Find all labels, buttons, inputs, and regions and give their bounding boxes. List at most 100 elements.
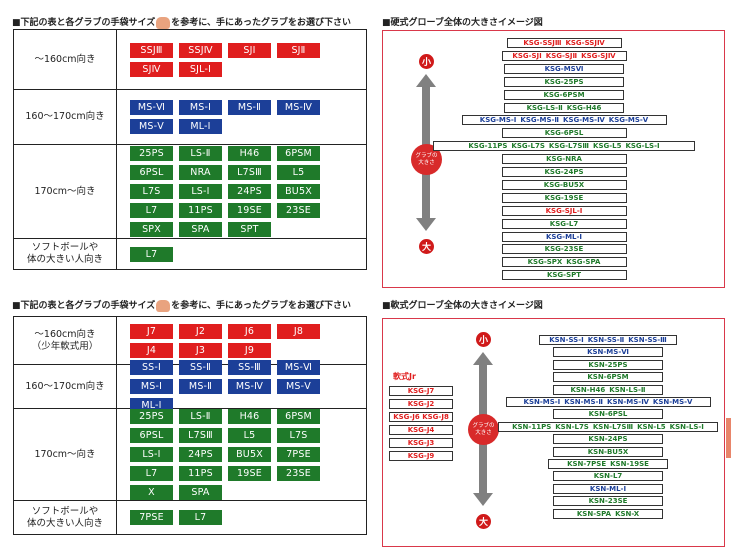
size-label-badge: グラブの大きさ bbox=[468, 414, 499, 445]
model-label: KSG-11PS bbox=[468, 142, 508, 151]
glove-chip[interactable]: L7 bbox=[130, 466, 173, 481]
glove-chip[interactable]: J7 bbox=[130, 323, 173, 339]
glove-chip[interactable]: J6 bbox=[228, 323, 271, 339]
glove-chip[interactable]: 11PS bbox=[179, 203, 222, 218]
glove-chip[interactable]: J3 bbox=[179, 342, 222, 358]
glove-chip[interactable]: ML-Ⅰ bbox=[179, 119, 222, 134]
model-label: KSN-LS-Ⅰ bbox=[669, 422, 704, 431]
glove-chip[interactable]: X bbox=[130, 485, 173, 500]
glove-chip[interactable]: 19SE bbox=[228, 203, 271, 218]
glove-chip[interactable]: SJL-Ⅰ bbox=[179, 61, 222, 77]
glove-chip[interactable]: MS-Ⅰ bbox=[179, 100, 222, 115]
glove-chip[interactable]: L7S bbox=[130, 184, 173, 199]
glove-chip[interactable]: H46 bbox=[228, 146, 271, 161]
glove-size-bar: KSN-L7 bbox=[553, 471, 663, 482]
glove-chip[interactable]: BU5X bbox=[228, 447, 271, 462]
glove-chip[interactable]: MS-Ⅵ bbox=[277, 360, 320, 375]
glove-chip[interactable]: L5 bbox=[228, 428, 271, 443]
model-label: KSG-MS-Ⅴ bbox=[608, 116, 649, 125]
glove-chip[interactable]: SS-Ⅲ bbox=[228, 360, 271, 375]
glove-chip[interactable]: 11PS bbox=[179, 466, 222, 481]
model-label: KSN-ML-Ⅰ bbox=[589, 484, 627, 493]
model-label: KSN-MS-Ⅱ bbox=[564, 398, 604, 406]
glove-chip[interactable]: L7SⅢ bbox=[179, 428, 222, 443]
glove-chip[interactable]: 6PSL bbox=[130, 428, 173, 443]
model-label: KSG-25PS bbox=[544, 77, 584, 86]
glove-size-bar: KSG-19SE bbox=[501, 192, 627, 203]
glove-chip[interactable]: SPA bbox=[179, 222, 222, 237]
glove-chip[interactable]: MS-Ⅱ bbox=[179, 379, 222, 394]
row-label: ソフトボールや体の大きい人向き bbox=[14, 501, 117, 534]
glove-chip[interactable]: L7S bbox=[277, 428, 320, 443]
glove-chip[interactable]: H46 bbox=[228, 409, 271, 424]
glove-chip[interactable]: BU5X bbox=[277, 184, 320, 199]
arrow-up-head bbox=[473, 352, 493, 365]
glove-chip[interactable]: MS-Ⅴ bbox=[277, 379, 320, 394]
model-label: KSG-6PSM bbox=[543, 90, 585, 99]
glove-chip[interactable]: 23SE bbox=[277, 203, 320, 218]
jr-title: 軟式Jr bbox=[393, 372, 416, 381]
glove-chip[interactable]: SJⅣ bbox=[130, 61, 173, 77]
glove-chip[interactable]: 24PS bbox=[228, 184, 271, 199]
glove-chip[interactable]: 25PS bbox=[130, 146, 173, 161]
glove-chip[interactable]: L7SⅢ bbox=[228, 165, 271, 180]
glove-chip[interactable]: 25PS bbox=[130, 409, 173, 424]
jr-size-bar: KSG-J4 bbox=[389, 424, 453, 435]
arrow-down-head bbox=[473, 493, 493, 506]
glove-chip[interactable]: SPX bbox=[130, 222, 173, 237]
glove-chip[interactable]: SJⅠ bbox=[228, 42, 271, 58]
glove-size-bar: KSG-6PSM bbox=[504, 89, 624, 100]
row-label: 〜160cm向き bbox=[14, 30, 117, 89]
glove-chip[interactable]: 6PSM bbox=[277, 146, 320, 161]
glove-chip[interactable]: LS-Ⅱ bbox=[179, 146, 222, 161]
glove-chip[interactable]: SS-Ⅱ bbox=[179, 360, 222, 375]
row-label: 170cm〜向き bbox=[14, 145, 117, 238]
glove-chip[interactable]: SPA bbox=[179, 485, 222, 500]
model-label: KSN-25PS bbox=[588, 360, 628, 369]
small-circle: 小 bbox=[419, 54, 434, 69]
glove-chip[interactable]: LS-Ⅰ bbox=[130, 447, 173, 462]
glove-chip[interactable]: MS-Ⅱ bbox=[228, 100, 271, 115]
model-label: KSN-X bbox=[615, 509, 640, 518]
glove-chip[interactable]: J8 bbox=[277, 323, 320, 339]
model-label: KSN-BU5X bbox=[587, 447, 629, 456]
glove-chip[interactable]: L5 bbox=[277, 165, 320, 180]
model-label: KSN-MS-Ⅴ bbox=[652, 398, 693, 406]
glove-chip[interactable]: MS-Ⅴ bbox=[130, 119, 173, 134]
glove-chip[interactable]: SJⅡ bbox=[277, 42, 320, 58]
glove-chip[interactable]: SPT bbox=[228, 222, 271, 237]
glove-chip[interactable]: 6PSM bbox=[277, 409, 320, 424]
glove-chip[interactable]: NRA bbox=[179, 165, 222, 180]
glove-chip[interactable]: L7 bbox=[130, 246, 173, 262]
glove-chip[interactable]: 7PSE bbox=[130, 510, 173, 525]
glove-chip[interactable]: L7 bbox=[179, 510, 222, 525]
glove-chip[interactable]: 7PSE bbox=[277, 447, 320, 462]
glove-chip[interactable]: MS-Ⅳ bbox=[277, 100, 320, 115]
glove-chip[interactable]: J4 bbox=[130, 342, 173, 358]
glove-size-bar: KSG-25PS bbox=[504, 76, 624, 87]
glove-chip[interactable]: L7 bbox=[130, 203, 173, 218]
glove-chip[interactable]: MS-Ⅳ bbox=[228, 379, 271, 394]
jr-size-bar: KSG-J6 KSG-J8 bbox=[389, 411, 453, 422]
glove-size-bar: KSN-ML-Ⅰ bbox=[553, 483, 663, 494]
glove-chip[interactable]: MS-Ⅵ bbox=[130, 100, 173, 115]
glove-chip[interactable]: 24PS bbox=[179, 447, 222, 462]
glove-chip[interactable]: LS-Ⅰ bbox=[179, 184, 222, 199]
glove-chip[interactable]: SSJⅢ bbox=[130, 42, 173, 58]
model-label: KSN-MS-Ⅵ bbox=[587, 348, 629, 357]
glove-chip[interactable]: MS-Ⅰ bbox=[130, 379, 173, 394]
row-cells: SSJⅢ SSJⅣ SJⅠ SJⅡ SJⅣ SJL-Ⅰ bbox=[117, 30, 366, 89]
glove-chip[interactable]: SS-Ⅰ bbox=[130, 360, 173, 375]
glove-chip[interactable]: 19SE bbox=[228, 466, 271, 481]
glove-chip[interactable]: J2 bbox=[179, 323, 222, 339]
glove-chip[interactable]: 23SE bbox=[277, 466, 320, 481]
glove-chip[interactable]: LS-Ⅱ bbox=[179, 409, 222, 424]
glove-chip[interactable]: 6PSL bbox=[130, 165, 173, 180]
model-label: KSN-11PS bbox=[512, 422, 552, 431]
glove-chip[interactable]: SSJⅣ bbox=[179, 42, 222, 58]
glove-chip[interactable]: J9 bbox=[228, 342, 271, 358]
